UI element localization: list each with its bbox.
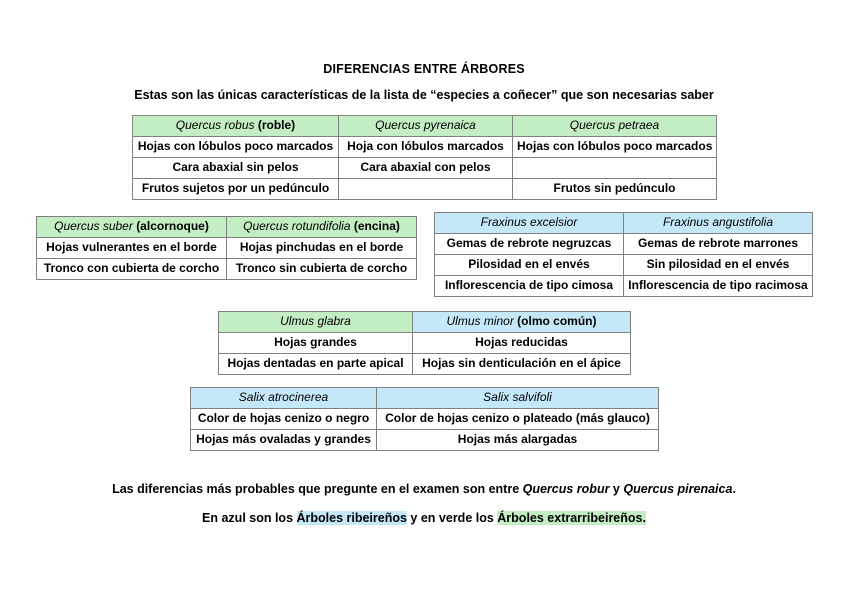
- species-name: Fraxinus excelsior: [480, 215, 578, 230]
- table-header-cell: Ulmus minor (olmo común): [412, 311, 631, 333]
- table-cell: Hojas con lóbulos poco marcados: [132, 136, 339, 158]
- table-header-cell: Quercus robus (roble): [132, 115, 339, 137]
- table-cell: Color de hojas cenizo o plateado (más gl…: [376, 408, 659, 430]
- table-cell: Tronco sin cubierta de corcho: [226, 258, 417, 280]
- table-cell: Hojas grandes: [218, 332, 413, 354]
- table-row: Frutos sujetos por un pedúnculo Frutos s…: [132, 178, 717, 200]
- table-row: Pilosidad en el envés Sin pilosidad en e…: [434, 254, 813, 276]
- table-row: Inflorescencia de tipo cimosa Infloresce…: [434, 275, 813, 297]
- table-cell: Inflorescencia de tipo racimosa: [623, 275, 813, 297]
- table-cell: Hojas vulnerantes en el borde: [36, 237, 227, 259]
- page-subtitle: Estas son las únicas características de …: [134, 88, 714, 102]
- table-row: Hojas dentadas en parte apical Hojas sin…: [218, 353, 631, 375]
- page-title: DIFERENCIAS ENTRE ÁRBORES: [323, 62, 525, 76]
- footer-text-prefix: Las diferencias más probables que pregun…: [112, 482, 523, 496]
- species-name: Ulmus glabra: [280, 314, 351, 329]
- table-header-row: Fraxinus excelsior Fraxinus angustifolia: [434, 212, 813, 234]
- legend-text-prefix: En azul son los: [202, 511, 297, 525]
- table-row: Hojas grandes Hojas reducidas: [218, 332, 631, 354]
- legend-text-middle: y en verde los: [406, 511, 498, 525]
- table-cell: Tronco con cubierta de corcho: [36, 258, 227, 280]
- table-header-row: Quercus suber (alcornoque) Quercus rotun…: [36, 216, 417, 238]
- footer-conjunction: y: [609, 482, 624, 496]
- table-cell: Hojas dentadas en parte apical: [218, 353, 413, 375]
- table-cell: Gemas de rebrote negruzcas: [434, 233, 624, 255]
- table-header-row: Ulmus glabra Ulmus minor (olmo común): [218, 311, 631, 333]
- table-row: Gemas de rebrote negruzcas Gemas de rebr…: [434, 233, 813, 255]
- table-cell: [512, 157, 717, 179]
- table-header-cell: Quercus petraea: [512, 115, 717, 137]
- species-name: Quercus robus: [175, 118, 255, 133]
- table-row: Color de hojas cenizo o negro Color de h…: [190, 408, 659, 430]
- table-cell: Hojas más ovaladas y grandes: [190, 429, 377, 451]
- table-cell: Frutos sin pedúnculo: [512, 178, 717, 200]
- table-row: Hojas con lóbulos poco marcados Hoja con…: [132, 136, 717, 158]
- table-header-cell: Ulmus glabra: [218, 311, 413, 333]
- common-name: (alcornoque): [136, 219, 209, 234]
- table-cell: [338, 178, 513, 200]
- table-row: Tronco con cubierta de corcho Tronco sin…: [36, 258, 417, 280]
- table-quercus-robur: Quercus robus (roble) Quercus pyrenaica …: [132, 115, 717, 200]
- table-cell: Frutos sujetos por un pedúnculo: [132, 178, 339, 200]
- table-row: Hojas más ovaladas y grandes Hojas más a…: [190, 429, 659, 451]
- table-header-cell: Fraxinus excelsior: [434, 212, 624, 234]
- table-row: Cara abaxial sin pelos Cara abaxial con …: [132, 157, 717, 179]
- table-salix: Salix atrocinerea Salix salvifoli Color …: [190, 387, 659, 451]
- table-header-cell: Salix atrocinerea: [190, 387, 377, 409]
- table-cell: Cara abaxial con pelos: [338, 157, 513, 179]
- species-name: Salix atrocinerea: [238, 390, 329, 405]
- footer-text-suffix: .: [732, 482, 736, 496]
- table-cell: Hoja con lóbulos marcados: [338, 136, 513, 158]
- table-fraxinus: Fraxinus excelsior Fraxinus angustifolia…: [434, 212, 813, 297]
- table-header-cell: Fraxinus angustifolia: [623, 212, 813, 234]
- table-header-cell: Quercus pyrenaica: [338, 115, 513, 137]
- table-cell: Hojas con lóbulos poco marcados: [512, 136, 717, 158]
- table-cell: Gemas de rebrote marrones: [623, 233, 813, 255]
- species-name: Fraxinus angustifolia: [662, 215, 774, 230]
- species-name: Quercus petraea: [569, 118, 660, 133]
- legend-blue-term: Árboles ribeireños: [296, 511, 407, 525]
- table-cell: Sin pilosidad en el envés: [623, 254, 813, 276]
- species-name: Quercus suber: [54, 219, 133, 234]
- table-ulmus: Ulmus glabra Ulmus minor (olmo común) Ho…: [218, 311, 631, 375]
- table-row: Hojas vulnerantes en el borde Hojas pinc…: [36, 237, 417, 259]
- footer-note-legend: En azul son los Árboles ribeireños y en …: [0, 511, 848, 525]
- footer-species-1: Quercus robur: [522, 482, 610, 496]
- table-cell: Color de hojas cenizo o negro: [190, 408, 377, 430]
- table-quercus-suber: Quercus suber (alcornoque) Quercus rotun…: [36, 216, 417, 280]
- table-header-cell: Quercus rotundifolia (encina): [226, 216, 417, 238]
- table-cell: Hojas reducidas: [412, 332, 631, 354]
- common-name: (encina): [353, 219, 400, 234]
- species-name: Quercus rotundifolia: [243, 219, 351, 234]
- footer-note-primary: Las diferencias más probables que pregun…: [0, 482, 848, 496]
- table-header-row: Quercus robus (roble) Quercus pyrenaica …: [132, 115, 717, 137]
- table-header-cell: Salix salvifoli: [376, 387, 659, 409]
- table-cell: Cara abaxial sin pelos: [132, 157, 339, 179]
- table-cell: Hojas pinchudas en el borde: [226, 237, 417, 259]
- table-cell: Inflorescencia de tipo cimosa: [434, 275, 624, 297]
- table-header-row: Salix atrocinerea Salix salvifoli: [190, 387, 659, 409]
- table-cell: Hojas más alargadas: [376, 429, 659, 451]
- common-name: (olmo común): [517, 314, 597, 329]
- table-cell: Pilosidad en el envés: [434, 254, 624, 276]
- species-name: Salix salvifoli: [483, 390, 552, 405]
- species-name: Quercus pyrenaica: [375, 118, 476, 133]
- species-name: Ulmus minor: [446, 314, 514, 329]
- table-header-cell: Quercus suber (alcornoque): [36, 216, 227, 238]
- table-cell: Hojas sin denticulación en el ápice: [412, 353, 631, 375]
- common-name: (roble): [257, 118, 296, 133]
- footer-species-2: Quercus pirenaica: [623, 482, 733, 496]
- legend-green-term: Árboles extrarribeireños.: [497, 511, 646, 525]
